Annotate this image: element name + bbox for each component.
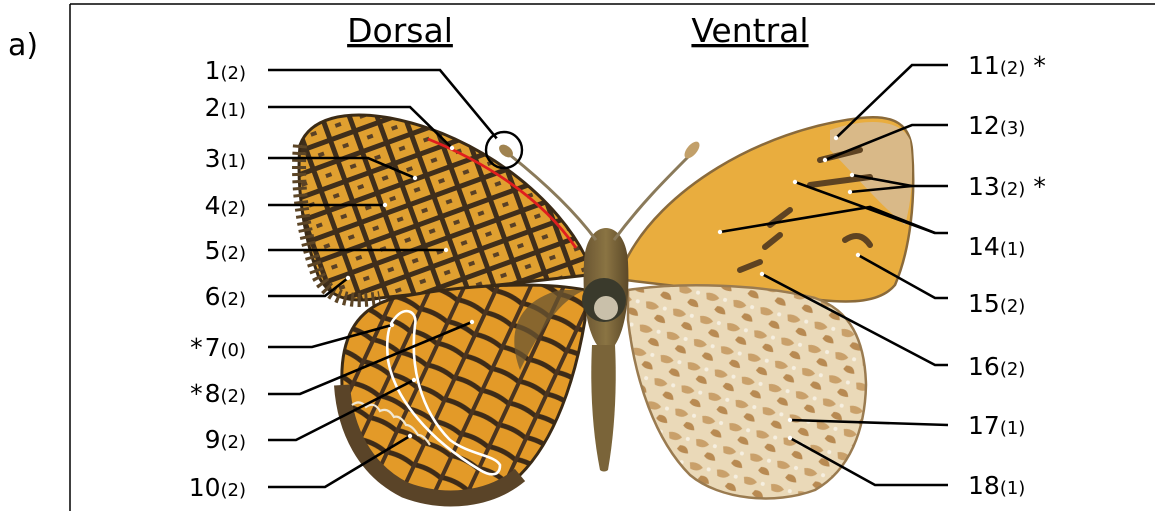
label-11-star: * (1033, 51, 1046, 80)
label-1-count: (2) (221, 63, 247, 84)
label-6: 6(2) (205, 282, 246, 311)
panel-letter: a) (8, 28, 38, 63)
label-10-num: 10 (189, 473, 221, 502)
label-9-num: 9 (205, 425, 221, 454)
label-18: 18(1) (968, 471, 1025, 500)
label-7: *7(0) (190, 333, 246, 362)
labels-left: 1(2)2(1)3(1)4(2)5(2)6(2)*7(0)*8(2)9(2)10… (189, 56, 246, 502)
label-13-num: 13 (968, 172, 1000, 201)
label-1-num: 1 (205, 56, 221, 85)
label-16-num: 16 (968, 352, 1000, 381)
label-4: 4(2) (205, 191, 246, 220)
butterfly-image (299, 115, 913, 498)
ventral-hindwing (628, 285, 866, 498)
label-12-count: (3) (1000, 118, 1026, 139)
dorsal-forewing (299, 115, 588, 300)
label-13-count: (2) (1000, 179, 1026, 200)
label-4-num: 4 (205, 191, 221, 220)
abdomen (591, 345, 615, 472)
label-17-num: 17 (968, 411, 1000, 440)
heading-ventral: Ventral (691, 11, 808, 50)
label-7-num: 7 (205, 333, 221, 362)
label-7-star: * (190, 333, 203, 362)
label-8: *8(2) (190, 379, 246, 408)
label-10: 10(2) (189, 473, 246, 502)
label-16: 16(2) (968, 352, 1025, 381)
label-11-num: 11 (968, 51, 1000, 80)
label-8-star: * (190, 379, 203, 408)
label-11-count: (2) (1000, 58, 1026, 79)
heading-dorsal: Dorsal (347, 11, 453, 50)
label-5-count: (2) (221, 243, 247, 264)
label-8-count: (2) (221, 386, 247, 407)
label-3-count: (1) (221, 151, 247, 172)
label-17-count: (1) (1000, 418, 1026, 439)
antenna-right-club (682, 139, 703, 161)
label-5: 5(2) (205, 236, 246, 265)
label-11: 11(2) * (968, 51, 1046, 80)
label-4-count: (2) (221, 198, 247, 219)
label-9: 9(2) (205, 425, 246, 454)
label-2-count: (1) (221, 100, 247, 121)
label-14: 14(1) (968, 232, 1025, 261)
label-6-count: (2) (221, 289, 247, 310)
label-13: 13(2) * (968, 172, 1046, 201)
label-15: 15(2) (968, 289, 1025, 318)
label-9-count: (2) (221, 432, 247, 453)
label-7-count: (0) (221, 340, 247, 361)
label-18-count: (1) (1000, 478, 1026, 499)
label-6-num: 6 (205, 282, 221, 311)
label-10-count: (2) (221, 480, 247, 501)
label-3-num: 3 (205, 144, 221, 173)
label-14-num: 14 (968, 232, 1000, 261)
label-2-num: 2 (205, 93, 221, 122)
label-12-num: 12 (968, 111, 1000, 140)
label-13-star: * (1033, 172, 1046, 201)
label-18-num: 18 (968, 471, 1000, 500)
label-15-num: 15 (968, 289, 1000, 318)
label-5-num: 5 (205, 236, 221, 265)
labels-right: 11(2)*12(3)13(2)*14(1)15(2)16(2)17(1)18(… (968, 51, 1046, 500)
label-1: 1(2) (205, 56, 246, 85)
label-3: 3(1) (205, 144, 246, 173)
label-12: 12(3) (968, 111, 1025, 140)
label-15-count: (2) (1000, 296, 1026, 317)
label-14-count: (1) (1000, 239, 1026, 260)
label-16-count: (2) (1000, 359, 1026, 380)
label-2: 2(1) (205, 93, 246, 122)
label-17: 17(1) (968, 411, 1025, 440)
thorax-spot (594, 296, 618, 320)
label-8-num: 8 (205, 379, 221, 408)
